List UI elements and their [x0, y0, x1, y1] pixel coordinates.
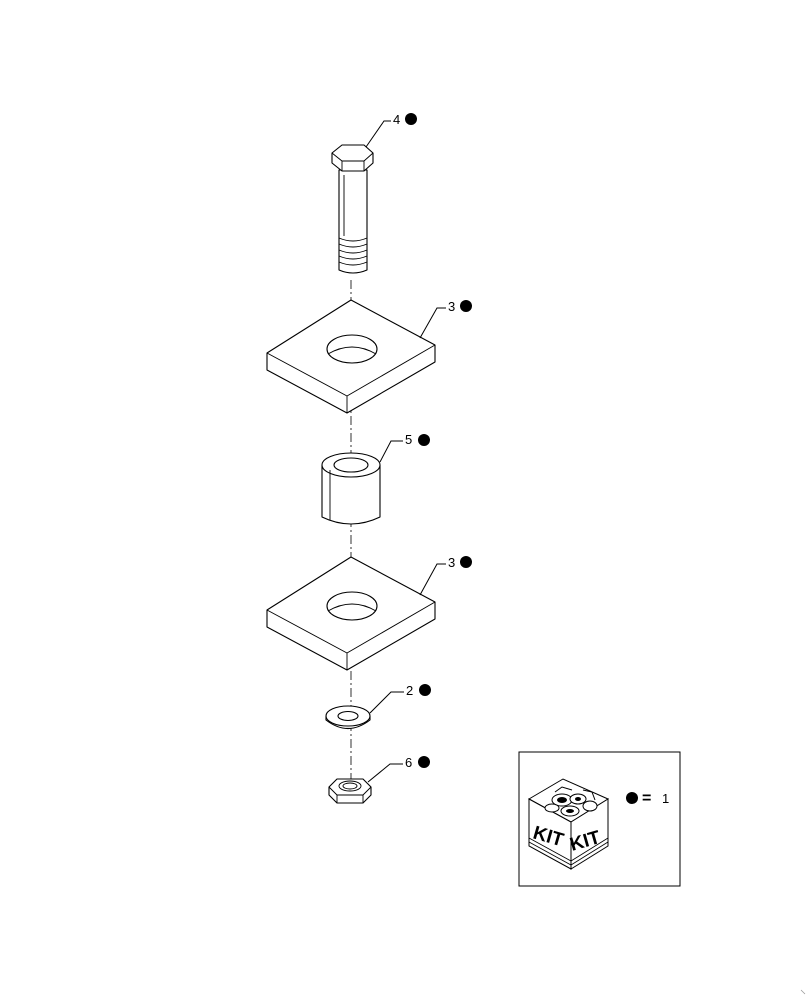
callout-number: 2: [406, 683, 413, 698]
kit-dot-icon: [626, 792, 638, 804]
legend-equals: =: [642, 790, 651, 807]
callout-number: 4: [393, 112, 400, 127]
callout-plate-bottom: 3: [419, 555, 472, 596]
kit-dot-icon: [419, 684, 431, 696]
callout-bushing: 5: [379, 432, 430, 463]
callout-plate-top: 3: [419, 299, 472, 339]
bushing-part: [321, 452, 381, 525]
kit-dot-icon: [460, 300, 472, 312]
kit-dot-icon: [460, 556, 472, 568]
kit-legend: KIT KIT = 1: [518, 751, 681, 887]
kit-box-icon: KIT KIT: [527, 778, 610, 870]
kit-dot-icon: [405, 113, 417, 125]
callout-number: 6: [405, 755, 412, 770]
callout-nut: 6: [367, 755, 430, 783]
legend-quantity: 1: [662, 791, 669, 806]
washer-part: [325, 705, 371, 730]
kit-dot-icon: [418, 434, 430, 446]
square-plate-bottom: [266, 556, 436, 671]
callout-bolt: 4: [365, 112, 417, 148]
nut-part: [328, 778, 372, 804]
callout-number: 3: [448, 555, 455, 570]
corner-mark: [800, 989, 806, 995]
kit-dot-icon: [418, 756, 430, 768]
callout-number: 5: [405, 432, 412, 447]
callout-washer: 2: [369, 683, 431, 714]
square-plate-top: [266, 299, 436, 414]
callout-number: 3: [448, 299, 455, 314]
bolt-part: [331, 144, 374, 274]
